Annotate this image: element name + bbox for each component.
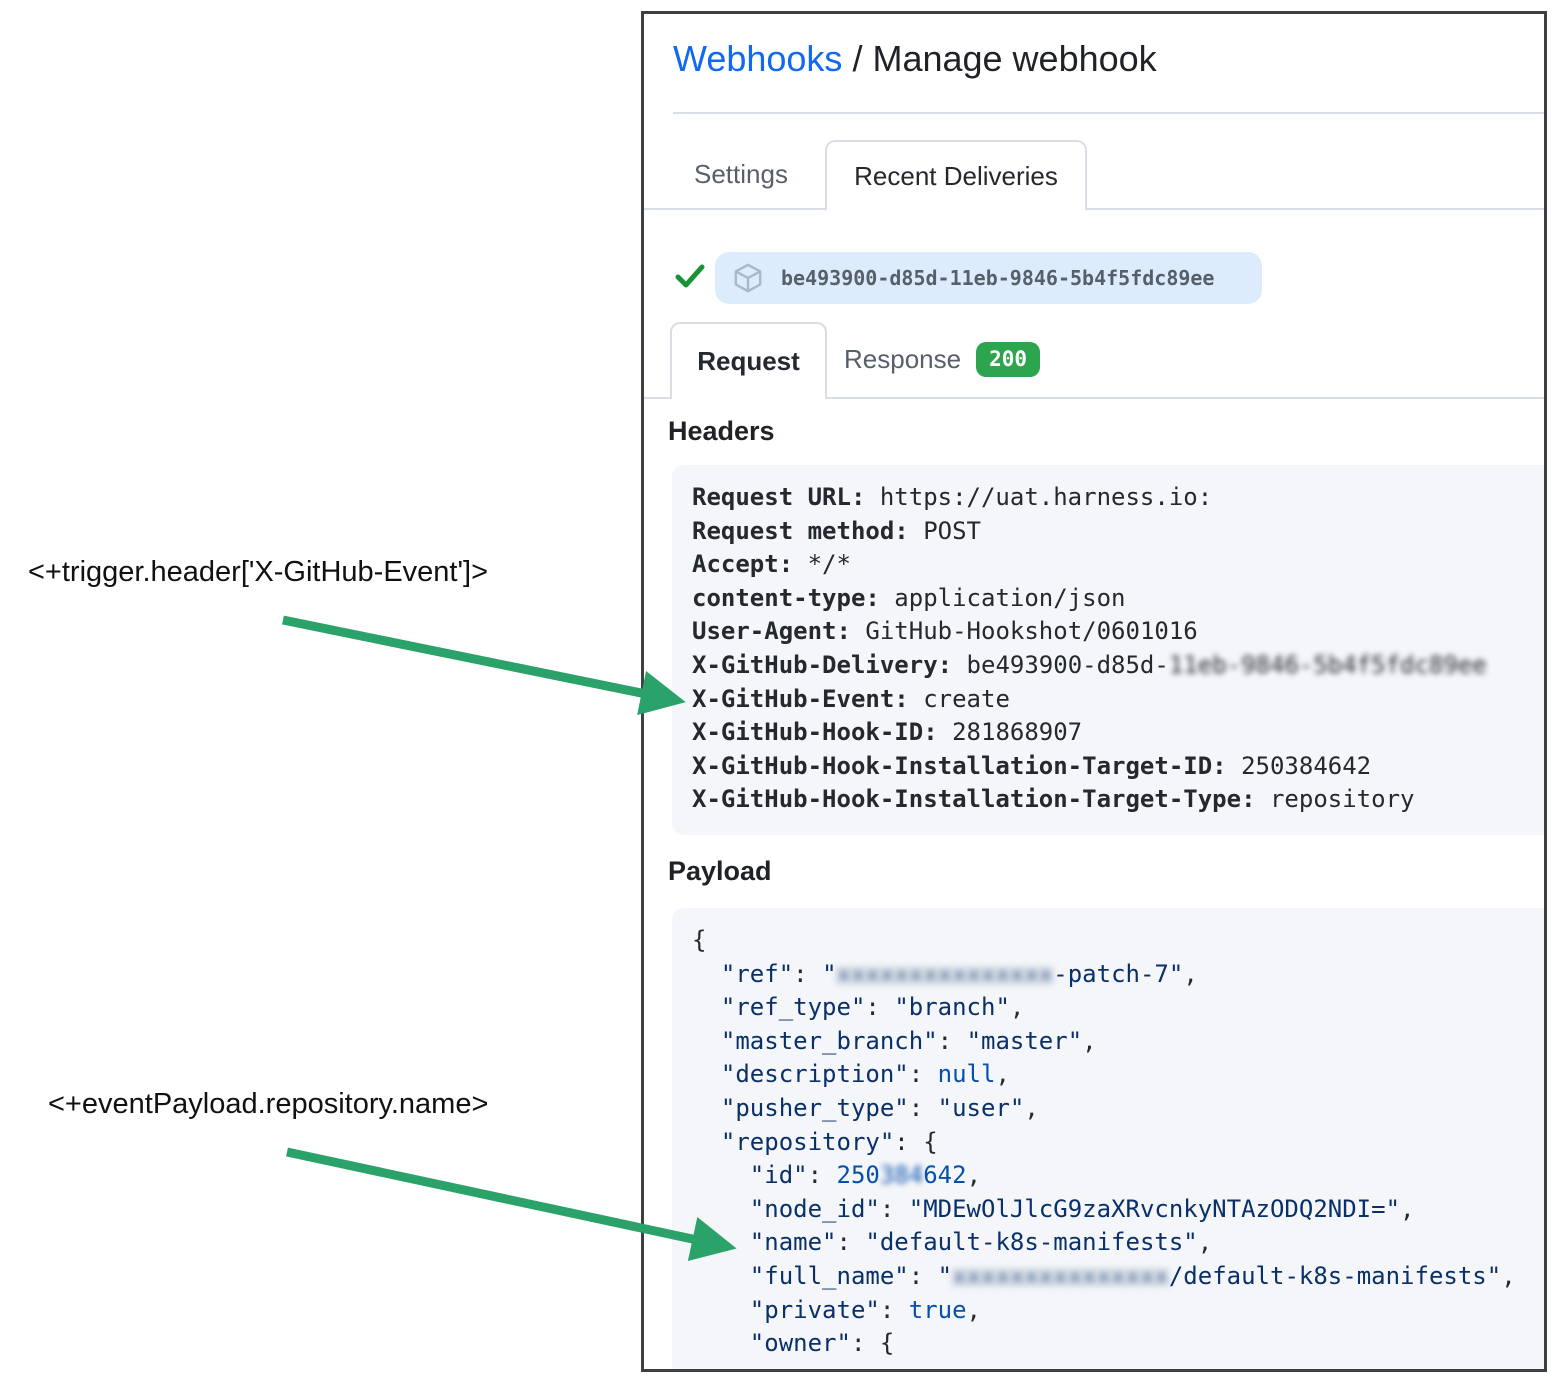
payload-line: "pusher_type": "user",	[720, 1093, 1039, 1122]
payload-line: "master_branch": "master",	[720, 1026, 1097, 1055]
tab-response[interactable]: Response 200	[844, 322, 1041, 397]
headers-section-title: Headers	[668, 416, 775, 446]
request-response-tabnav: Request Response 200	[644, 322, 1544, 399]
payload-line: {	[692, 926, 707, 954]
tab-request[interactable]: Request	[670, 322, 827, 399]
redacted-text: 11eb-9846-5b4f5fdc89ee	[1168, 650, 1487, 679]
annotation-trigger-expression: <+trigger.header['X-GitHub-Event']>	[28, 556, 489, 588]
header-line: X-GitHub-Hook-Installation-Target-Type: …	[692, 785, 1415, 814]
delivery-id-badge[interactable]: be493900-d85d-11eb-9846-5b4f5fdc89ee	[715, 252, 1262, 304]
payload-line: "name": "default-k8s-manifests",	[749, 1228, 1213, 1257]
tab-settings[interactable]: Settings	[694, 158, 788, 189]
header-line: Request method: POST	[692, 516, 981, 545]
header-line: X-GitHub-Hook-ID: 281868907	[692, 718, 1083, 747]
header-line: User-Agent: GitHub-Hookshot/0601016	[692, 617, 1198, 646]
arrow-to-repository-name	[286, 1147, 737, 1262]
payload-line: "full_name": "xxxxxxxxxxxxxxx/default-k8…	[749, 1261, 1516, 1290]
payload-line: "id": 250384642,	[749, 1161, 982, 1190]
header-line: content-type: application/json	[692, 583, 1126, 612]
webhook-panel: Webhooks / Manage webhook Settings Recen…	[641, 11, 1547, 1372]
redacted-text: xxxxxxxxxxxxxxx	[836, 959, 1054, 988]
response-status-badge: 200	[976, 341, 1041, 378]
page-title-current: Manage webhook	[872, 38, 1157, 79]
tab-response-label: Response	[844, 344, 962, 374]
tab-recent-deliveries[interactable]: Recent Deliveries	[825, 140, 1087, 210]
header-line: X-GitHub-Delivery: be493900-d85d-11eb-98…	[692, 650, 1487, 679]
header-line: Request URL: https://uat.harness.io:	[692, 483, 1213, 511]
breadcrumb-webhooks-link[interactable]: Webhooks	[673, 38, 843, 79]
breadcrumb-separator: /	[842, 38, 873, 79]
redacted-text: xxxxxxxxxxxxxxx	[952, 1261, 1169, 1290]
redacted-text: 384	[879, 1161, 924, 1190]
success-check-icon	[675, 264, 705, 288]
payload-line: "ref_type": "branch",	[720, 993, 1025, 1022]
arrow-to-github-event	[282, 615, 686, 716]
payload-line: "ref": "xxxxxxxxxxxxxxx-patch-7",	[720, 959, 1198, 988]
payload-line: "node_id": "MDEwOlJlcG9zaXRvcnkyNTAzODQ2…	[749, 1194, 1415, 1223]
payload-line: "private": true,	[749, 1295, 981, 1324]
header-line: X-GitHub-Event: create	[692, 684, 1010, 713]
payload-section-title: Payload	[668, 856, 772, 886]
headers-code-block: Request URL: https://uat.harness.io: Requ…	[672, 465, 1544, 835]
payload-line: "repository": {	[720, 1127, 938, 1156]
page-title: Webhooks / Manage webhook	[673, 38, 1157, 80]
package-icon	[734, 263, 762, 293]
delivery-id-text: be493900-d85d-11eb-9846-5b4f5fdc89ee	[781, 266, 1215, 290]
header-line: X-GitHub-Hook-Installation-Target-ID: 25…	[692, 751, 1372, 780]
payload-line: "owner": {	[749, 1329, 895, 1358]
webhook-tabnav: Settings Recent Deliveries	[644, 140, 1544, 210]
title-divider	[673, 112, 1544, 114]
annotation-payload-expression: <+eventPayload.repository.name>	[48, 1088, 489, 1120]
payload-code-block: { "ref": "xxxxxxxxxxxxxxx-patch-7", "ref…	[672, 908, 1544, 1369]
payload-line: "description": null,	[720, 1060, 1010, 1089]
header-line: Accept: */*	[692, 550, 851, 579]
